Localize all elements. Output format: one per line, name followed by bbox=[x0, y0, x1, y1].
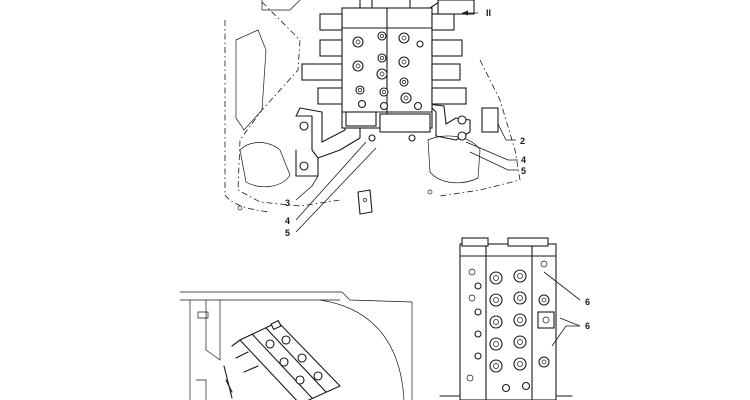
callout-5-right: 5 bbox=[521, 166, 526, 176]
spool-cap bbox=[431, 63, 461, 81]
frame-cutout-right bbox=[427, 135, 481, 184]
frame-top-lip bbox=[261, 0, 301, 11]
bolt-head bbox=[408, 134, 416, 142]
solenoid-plug bbox=[537, 311, 555, 329]
valve-top-cap bbox=[507, 237, 549, 247]
callout-5-left: 5 bbox=[285, 228, 290, 238]
frame-cutout-mid bbox=[239, 142, 291, 188]
callout-2: 2 bbox=[520, 136, 525, 146]
tag-plate bbox=[357, 189, 373, 215]
spool-cap bbox=[431, 39, 463, 57]
callout-6-top: 6 bbox=[585, 297, 590, 307]
bolt-head bbox=[457, 131, 467, 141]
view-arrow-label: II bbox=[486, 8, 491, 18]
mounting-bracket-right bbox=[427, 103, 471, 141]
bolt-head bbox=[457, 115, 467, 125]
frame-plate-outline bbox=[180, 291, 413, 400]
top-fitting bbox=[437, 0, 475, 15]
frame-cutout-left bbox=[235, 29, 267, 131]
frame-outline-right bbox=[439, 59, 521, 197]
frame-hole bbox=[427, 189, 433, 195]
callout-3: 3 bbox=[285, 198, 290, 208]
bracket-foot bbox=[295, 149, 319, 177]
upper-assembly bbox=[224, 0, 521, 215]
bolt-head bbox=[368, 134, 376, 142]
valve-end-cover bbox=[379, 113, 431, 133]
valve-ports bbox=[352, 31, 424, 111]
frame-hole bbox=[237, 205, 243, 211]
upper-callouts: II 2 4 5 3 4 5 bbox=[285, 8, 526, 238]
valve-top-cap bbox=[461, 237, 489, 247]
bolt-head bbox=[299, 121, 309, 131]
frame-plate-inner bbox=[205, 299, 405, 400]
bolt-head bbox=[299, 161, 309, 171]
spool-cap bbox=[317, 87, 343, 105]
spool-cap bbox=[431, 87, 467, 105]
valve-body-angled bbox=[239, 321, 341, 400]
valve-base-flange bbox=[345, 111, 377, 127]
spool-cap bbox=[301, 63, 343, 81]
lower-callouts: 6 6 bbox=[543, 271, 590, 347]
lower-left-detail bbox=[180, 291, 413, 400]
clamp-block bbox=[481, 107, 499, 133]
frame-outline-upper bbox=[224, 1, 341, 213]
callout-4-left: 4 bbox=[285, 216, 290, 226]
spool-cap bbox=[431, 13, 455, 31]
spool-cap bbox=[319, 39, 343, 57]
control-valve-upper bbox=[301, 0, 475, 142]
valve-front-ports bbox=[474, 269, 550, 393]
callout-4-right: 4 bbox=[521, 155, 526, 165]
control-valve-angled bbox=[223, 319, 341, 400]
spool-cap bbox=[319, 13, 343, 31]
callout-6-mid: 6 bbox=[585, 321, 590, 331]
valve-front-view bbox=[439, 237, 573, 400]
